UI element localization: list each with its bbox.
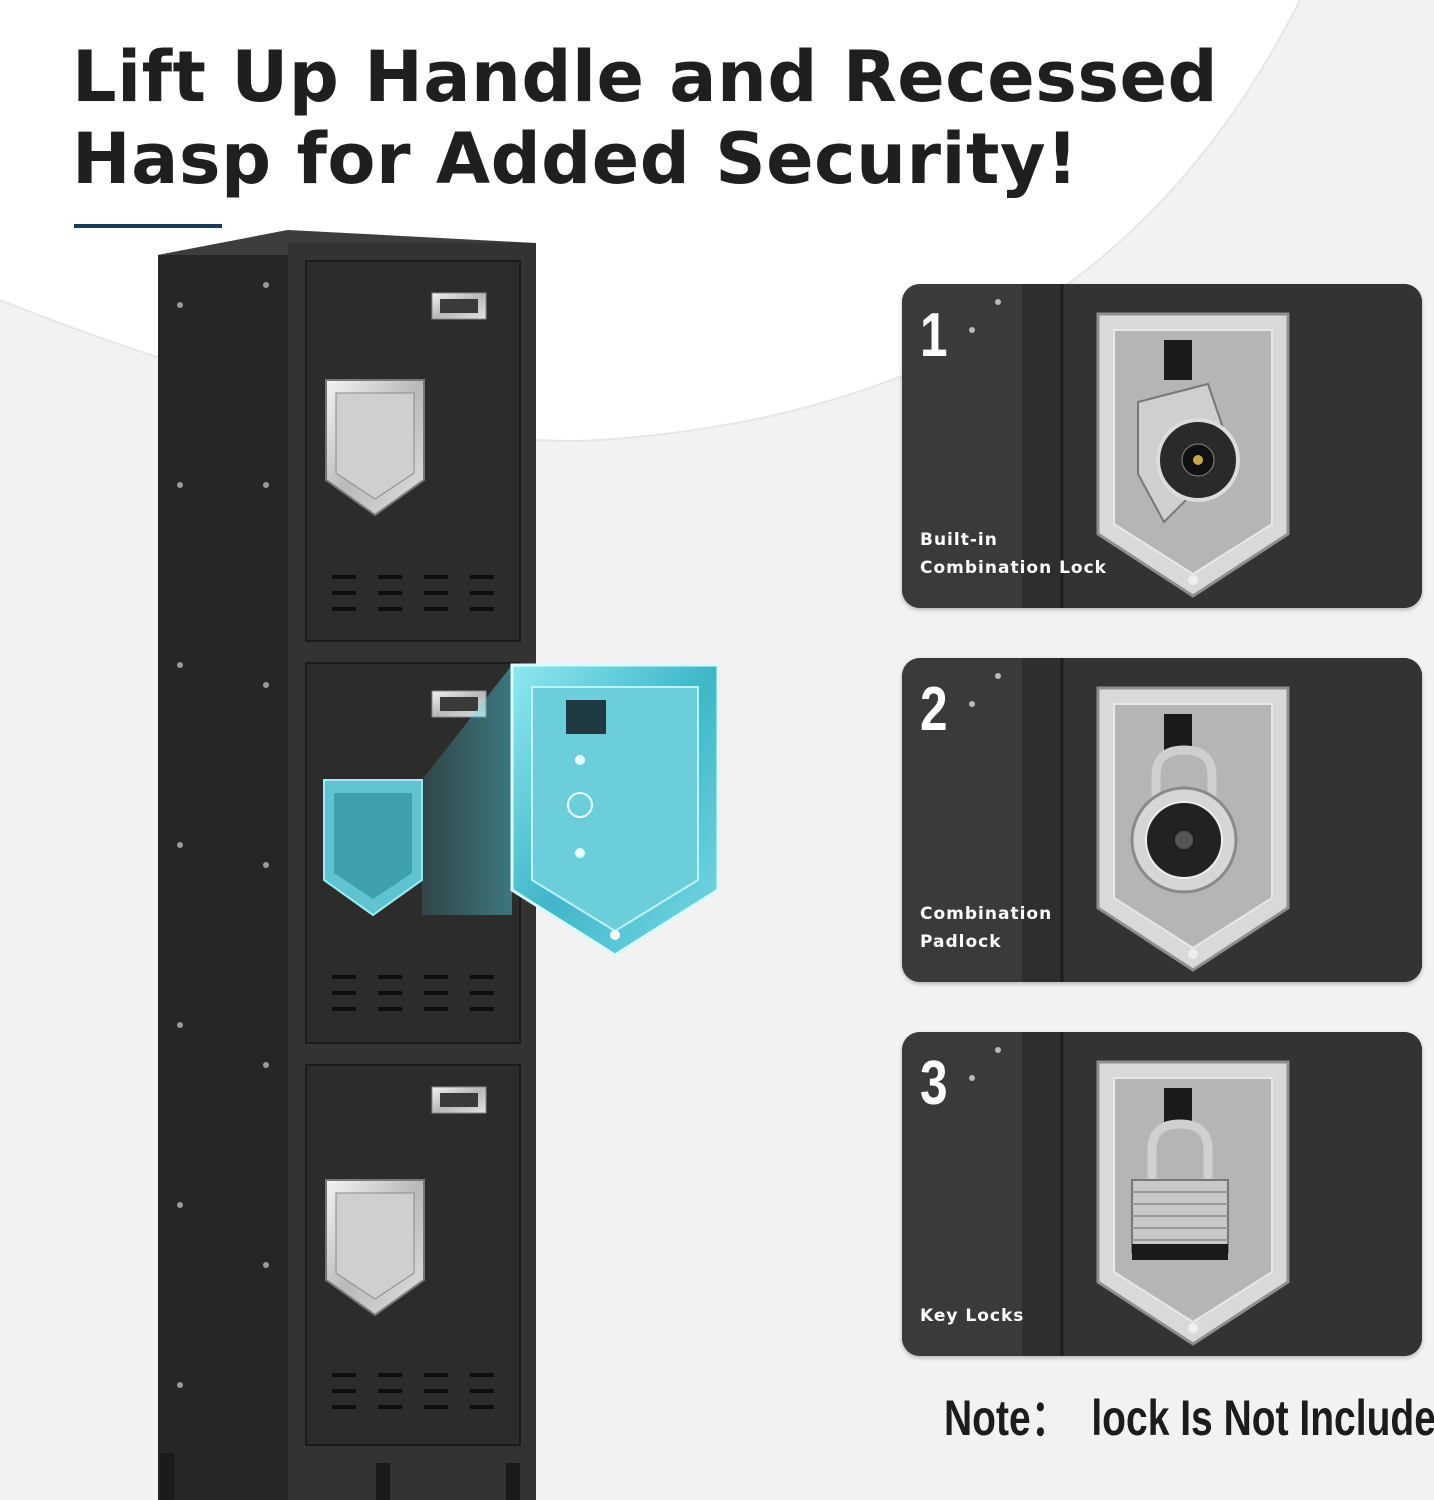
option-label: Key Locks [920, 1302, 1130, 1330]
headline-line-1: Lift Up Handle and Recessed [72, 36, 1219, 118]
combination-padlock-icon [902, 658, 1422, 982]
option-label-line: Built-in [920, 530, 998, 550]
headline: Lift Up Handle and Recessed Hasp for Add… [72, 36, 1272, 200]
lock-option-card-3: 3 Key Locks [902, 1032, 1422, 1356]
note-text: Note： lock Is Not Include [944, 1378, 1434, 1450]
keyed-padlock-icon [902, 1032, 1422, 1356]
lock-option-card-2: 2 Combination Padlock [902, 658, 1422, 982]
lock-option-card-1: 1 Built-in Combination Lock [902, 284, 1422, 608]
note-body: lock Is Not Include [1091, 1390, 1434, 1446]
option-label-line: Combination [920, 904, 1053, 924]
option-label: Combination Padlock [920, 900, 1130, 956]
option-number: 2 [920, 675, 948, 744]
accent-rule [74, 224, 222, 228]
option-label-line: Combination Lock [920, 558, 1107, 578]
option-label-line: Padlock [920, 932, 1002, 952]
headline-line-2: Hasp for Added Security! [72, 118, 1079, 200]
option-label-line: Key Locks [920, 1306, 1025, 1326]
note-prefix: Note： [944, 1390, 1070, 1446]
option-number: 1 [920, 301, 948, 370]
locker-illustration [158, 230, 720, 1500]
option-label: Built-in Combination Lock [920, 526, 1130, 582]
combination-dial-lock-icon [902, 284, 1422, 608]
option-number: 3 [920, 1049, 948, 1118]
